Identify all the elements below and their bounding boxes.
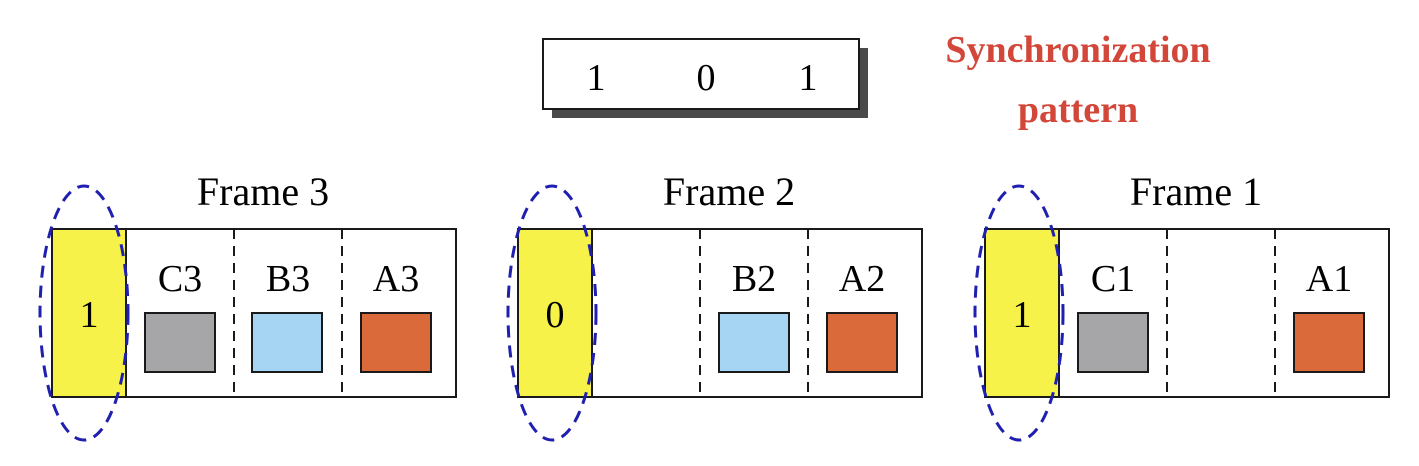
slot-block-a2: [826, 312, 898, 373]
sync-bit-cell: [984, 228, 1060, 398]
sync-bit-cell: [51, 228, 127, 398]
slot-label-c3: C3: [158, 258, 202, 300]
sync-pattern-box: 1 0 1: [542, 38, 868, 118]
slot-block-a1: [1293, 312, 1365, 373]
frame-3: Frame 3 1 C3 B3 A3: [38, 169, 457, 442]
slot-block-b3: [251, 312, 323, 373]
sync-highlight-ellipse: [38, 184, 130, 442]
sync-bit-value: 1: [1013, 294, 1032, 336]
sync-bit-value: 1: [80, 294, 99, 336]
frame-title: Frame 1: [1130, 169, 1262, 214]
slot-block-c1: [1077, 312, 1149, 373]
frame-title: Frame 2: [663, 169, 795, 214]
sync-bit-value: 0: [546, 294, 565, 336]
frame-1: Frame 1 1 C1 A1: [973, 169, 1390, 442]
sync-label-line1: Synchronization: [945, 29, 1210, 71]
slot-label-a3: A3: [373, 258, 419, 300]
slot-label-c1: C1: [1091, 258, 1135, 300]
slot-label-b3: B3: [266, 258, 310, 300]
slot-label-b2: B2: [732, 258, 776, 300]
slot-block-c3: [144, 312, 216, 373]
sync-highlight-ellipse: [973, 184, 1065, 442]
sync-bit-2: 0: [697, 57, 716, 99]
sync-bit-1: 1: [587, 57, 606, 99]
frame-title: Frame 3: [197, 169, 329, 214]
slot-label-a1: A1: [1306, 258, 1352, 300]
slot-block-b2: [718, 312, 790, 373]
sync-bit-3: 1: [799, 57, 818, 99]
sync-label-line2: pattern: [1018, 89, 1138, 131]
slot-block-a3: [360, 312, 432, 373]
slot-label-a2: A2: [839, 258, 885, 300]
sync-highlight-ellipse: [506, 184, 598, 442]
sync-bit-cell: [517, 228, 593, 398]
frame-2: Frame 2 0 B2 A2: [506, 169, 923, 442]
